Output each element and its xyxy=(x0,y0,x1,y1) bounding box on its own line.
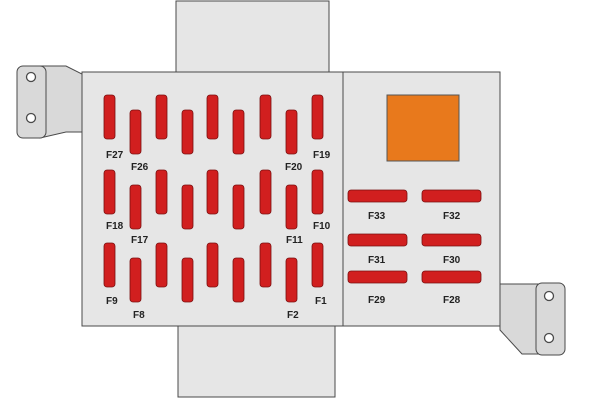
fuse-label-F8: F8 xyxy=(133,310,145,321)
fuse-vertical xyxy=(206,169,219,215)
fuse-vertical xyxy=(155,169,168,215)
fuse-label-F11: F11 xyxy=(286,235,303,246)
bottom-extension-plate xyxy=(177,324,336,398)
fuse-vertical xyxy=(259,94,272,140)
fuse-label-F28: F28 xyxy=(443,295,461,306)
fuse-label-F1: F1 xyxy=(315,296,327,307)
fuse-vertical xyxy=(232,184,245,230)
fuse-vertical xyxy=(311,94,324,140)
fuse-label-F27: F27 xyxy=(106,150,124,161)
fuse-vertical xyxy=(103,242,116,288)
fuse-label-F29: F29 xyxy=(368,295,386,306)
fuse-vertical xyxy=(181,109,194,155)
fuse-label-F32: F32 xyxy=(443,211,461,222)
fuse-horizontal xyxy=(347,189,408,203)
top-extension-plate xyxy=(175,0,330,73)
fuse-vertical xyxy=(129,109,142,155)
bracket-hole xyxy=(543,290,555,302)
fuse-label-F19: F19 xyxy=(313,150,331,161)
fuse-vertical xyxy=(103,169,116,215)
fuse-label-F30: F30 xyxy=(443,255,461,266)
fuse-label-F17: F17 xyxy=(131,235,149,246)
fuse-vertical xyxy=(232,257,245,303)
fuse-label-F2: F2 xyxy=(287,310,299,321)
fuse-label-F10: F10 xyxy=(313,221,331,232)
left-fuse-array xyxy=(103,94,324,303)
fuse-vertical xyxy=(206,242,219,288)
fuse-vertical xyxy=(259,242,272,288)
relay xyxy=(386,94,460,162)
fuse-horizontal xyxy=(421,270,482,284)
bracket-hole xyxy=(543,332,555,344)
fuse-vertical xyxy=(232,109,245,155)
bracket-hole xyxy=(25,71,37,83)
fuse-vertical xyxy=(285,109,298,155)
fuse-vertical xyxy=(181,184,194,230)
fuse-vertical xyxy=(103,94,116,140)
fuse-vertical xyxy=(285,257,298,303)
fuse-vertical xyxy=(259,169,272,215)
fuse-vertical xyxy=(285,184,298,230)
fuse-horizontal xyxy=(347,270,408,284)
fuse-vertical xyxy=(181,257,194,303)
fuse-horizontal xyxy=(347,233,408,247)
fuse-vertical xyxy=(311,169,324,215)
fuse-vertical xyxy=(129,257,142,303)
fuse-label-F20: F20 xyxy=(285,162,303,173)
fuse-label-F26: F26 xyxy=(131,162,149,173)
fuse-label-F33: F33 xyxy=(368,211,386,222)
fuse-vertical xyxy=(206,94,219,140)
right-mounting-bracket xyxy=(499,282,566,356)
fuse-vertical xyxy=(155,242,168,288)
fuse-label-F31: F31 xyxy=(368,255,386,266)
fuse-horizontal xyxy=(421,189,482,203)
fuse-vertical xyxy=(311,242,324,288)
fuse-horizontal xyxy=(421,233,482,247)
fuse-vertical xyxy=(129,184,142,230)
fuse-vertical xyxy=(155,94,168,140)
left-mounting-bracket xyxy=(16,65,83,139)
right-fuse-array xyxy=(347,189,482,284)
fuse-label-F18: F18 xyxy=(106,221,124,232)
bracket-hole xyxy=(25,112,37,124)
fuse-label-F9: F9 xyxy=(106,296,118,307)
